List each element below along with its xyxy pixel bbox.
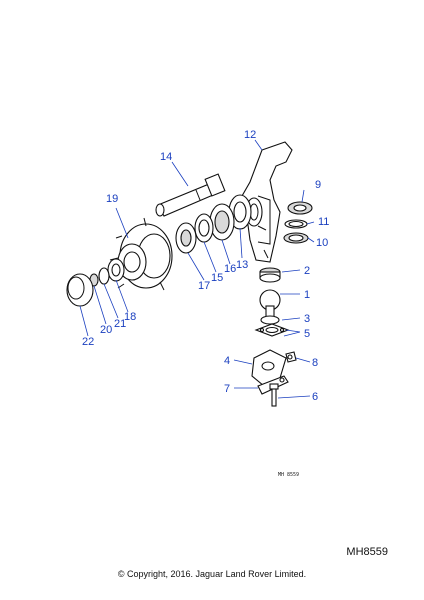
callout-1: 1 (304, 289, 310, 301)
part-bearings (175, 194, 252, 254)
callout-22: 22 (82, 336, 94, 348)
callout-13: 13 (236, 259, 248, 271)
callout-leaders (79, 139, 315, 399)
drawing-code: MH 8559 (278, 472, 299, 478)
part-seals-right (283, 201, 313, 244)
callout-4: 4 (224, 355, 230, 367)
callout-20: 20 (100, 324, 112, 336)
sheet-reference: MH8559 (346, 546, 388, 558)
callout-9: 9 (315, 179, 321, 191)
callout-21: 21 (114, 318, 126, 330)
callout-16: 16 (224, 263, 236, 275)
callout-8: 8 (312, 357, 318, 369)
callout-10: 10 (316, 237, 328, 249)
copyright-notice: © Copyright, 2016. Jaguar Land Rover Lim… (117, 569, 307, 579)
part-stub-shaft (155, 173, 226, 217)
callout-12: 12 (244, 129, 256, 141)
part-bracket (251, 349, 297, 387)
part-ball-joint (254, 267, 290, 337)
callout-17: 17 (198, 280, 210, 292)
callout-11: 11 (318, 216, 329, 228)
callout-7: 7 (224, 383, 230, 395)
callout-19: 19 (106, 193, 118, 205)
callout-2: 2 (304, 265, 310, 277)
part-lever (257, 375, 289, 407)
callout-15: 15 (211, 272, 223, 284)
callout-18: 18 (124, 311, 136, 323)
callout-14: 14 (160, 151, 172, 163)
callout-6: 6 (312, 391, 318, 403)
callout-5: 5 (304, 328, 310, 340)
callout-3: 3 (304, 313, 310, 325)
part-hub-fixings (66, 258, 125, 307)
part-hub (109, 217, 173, 291)
